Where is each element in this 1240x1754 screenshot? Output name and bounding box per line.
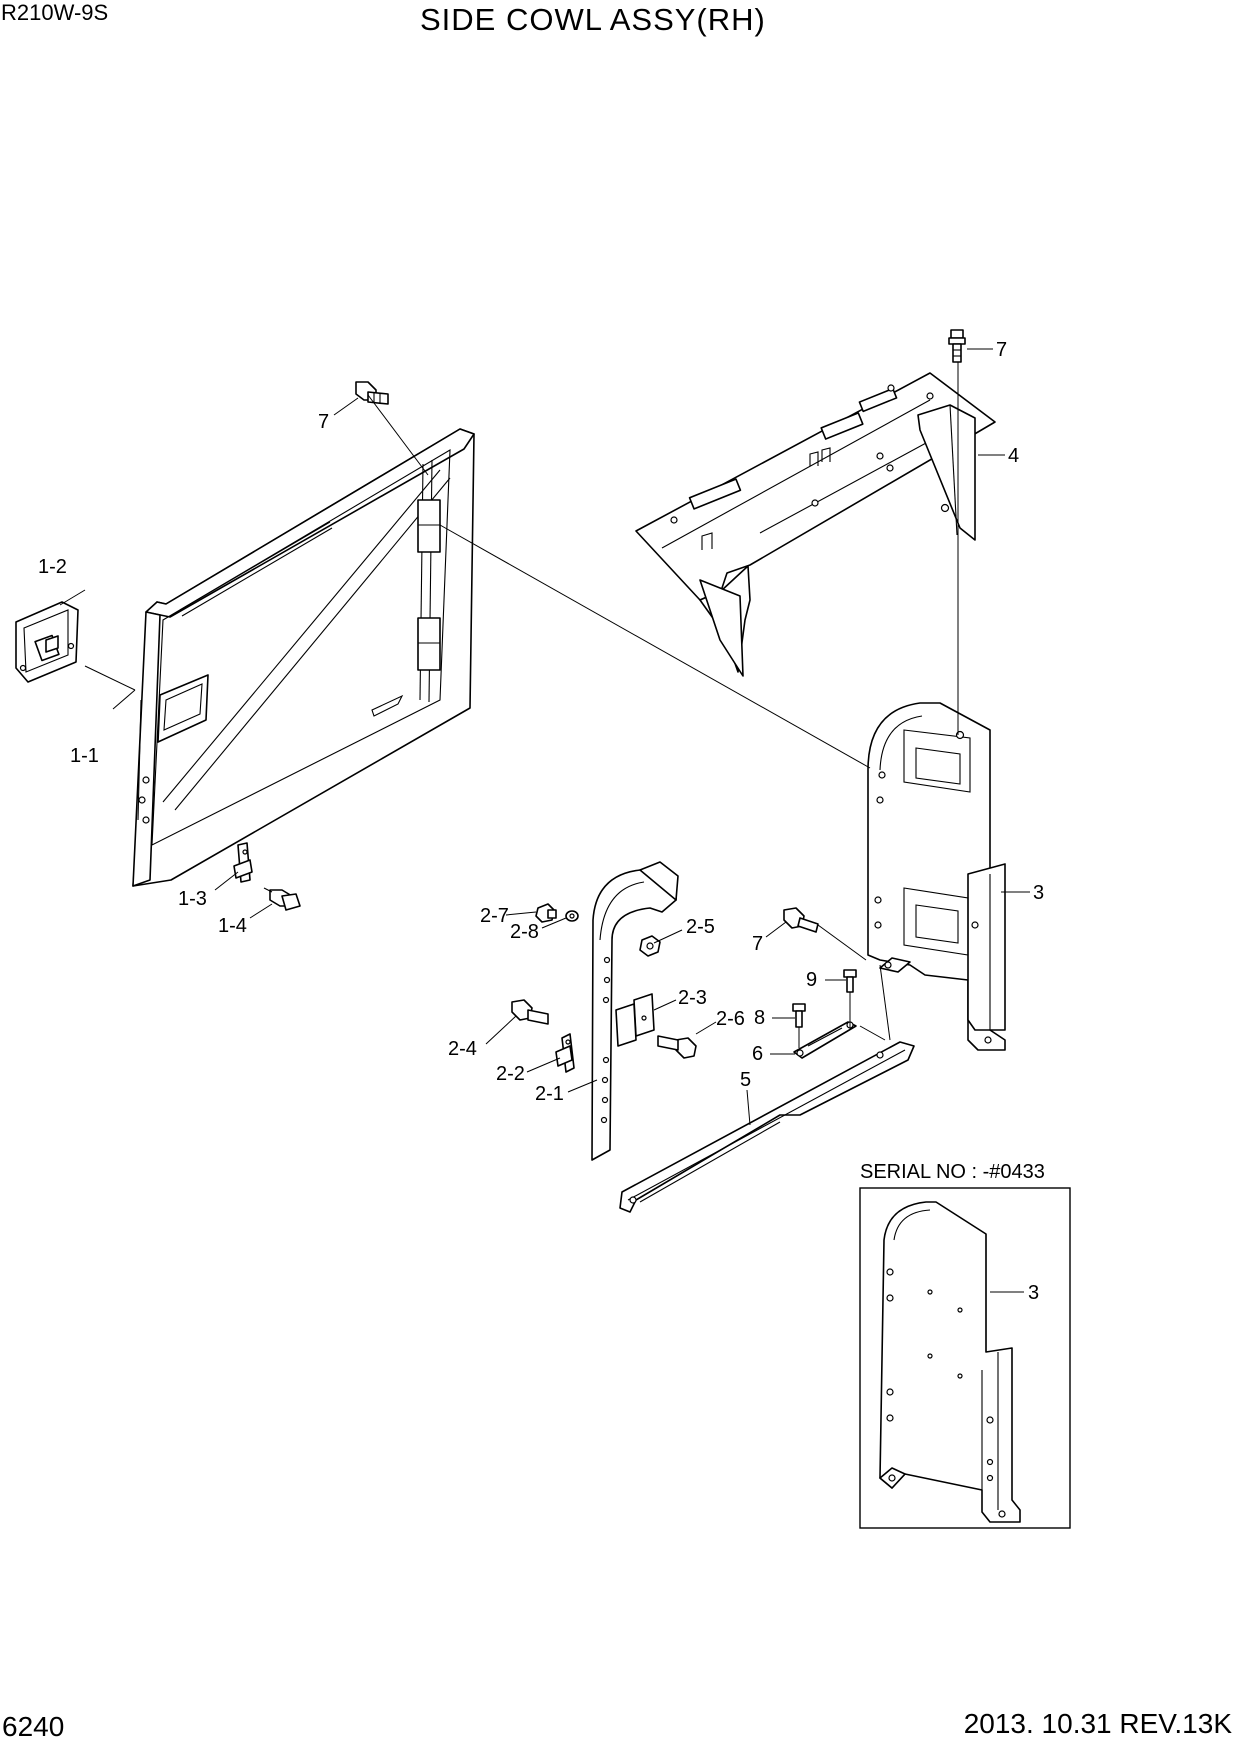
callout-3: 3 [1033, 882, 1044, 904]
part-1-2-handle [15, 601, 79, 683]
callout-2-1: 2-1 [535, 1083, 564, 1105]
part-2-2-clip [555, 1033, 575, 1073]
part-2-7-bolt [535, 903, 557, 923]
callout-1-1: 1-1 [70, 745, 99, 767]
callout-1-3: 1-3 [178, 888, 207, 910]
part-7-bolt-mid [783, 907, 819, 933]
callout-2-7: 2-7 [480, 905, 509, 927]
callout-7-mid: 7 [752, 933, 763, 955]
part-8-screw [792, 1003, 806, 1028]
callout-6: 6 [752, 1043, 763, 1065]
revision-date: 2013. 10.31 REV.13K [963, 1708, 1232, 1739]
callout-1-4: 1-4 [218, 915, 247, 937]
part-6-latch [793, 1021, 857, 1059]
part-1-3-bracket [233, 842, 253, 883]
part-1-4-bolt [263, 887, 301, 911]
callout-2-6: 2-6 [716, 1008, 745, 1030]
callout-1-2: 1-2 [38, 556, 67, 578]
page-title: SIDE COWL ASSY(RH) [420, 2, 766, 37]
part-9-screw [843, 969, 857, 993]
part-7-bolt-top [948, 329, 966, 363]
part-3-side-bracket [867, 702, 1006, 1051]
callout-2-4: 2-4 [448, 1038, 477, 1060]
part-5-lower-rail [619, 1041, 915, 1213]
callout-2-8: 2-8 [510, 921, 539, 943]
part-4-upper-bracket [635, 372, 996, 677]
part-2-6-bolt [657, 1035, 697, 1059]
inset-frame [859, 1187, 1071, 1529]
part-2-8-washer [565, 910, 579, 922]
callout-5: 5 [740, 1069, 751, 1091]
serial-variant-inset: SERIAL NO : -#0433 3 [859, 1161, 1071, 1529]
part-2-1-stay [591, 861, 679, 1161]
leader-lines [59, 348, 1030, 1126]
callout-2-3: 2-3 [678, 987, 707, 1009]
callout-8: 8 [754, 1007, 765, 1029]
part-7-bolt-left [355, 381, 389, 405]
callout-4: 4 [1008, 445, 1019, 467]
callout-2-2: 2-2 [496, 1063, 525, 1085]
callout-2-5: 2-5 [686, 916, 715, 938]
inset-caption: SERIAL NO : -#0433 [860, 1161, 1045, 1183]
callout-labels: 7 4 7 1-2 1-1 1-3 1-4 3 2-7 2-8 2-5 7 9 … [38, 339, 1044, 1105]
part-2-3-bracket [615, 993, 655, 1047]
page-number: 6240 [2, 1711, 65, 1742]
callout-9: 9 [806, 969, 817, 991]
callout-7-top: 7 [996, 339, 1007, 361]
part-2-4-bolt [511, 999, 549, 1025]
callout-7-left: 7 [318, 411, 329, 433]
inset-callout-3: 3 [1028, 1282, 1039, 1304]
model-number: R210W-9S [1, 0, 109, 25]
part-1-1-door-panel [132, 428, 475, 887]
part-2-5-nut [639, 935, 661, 957]
